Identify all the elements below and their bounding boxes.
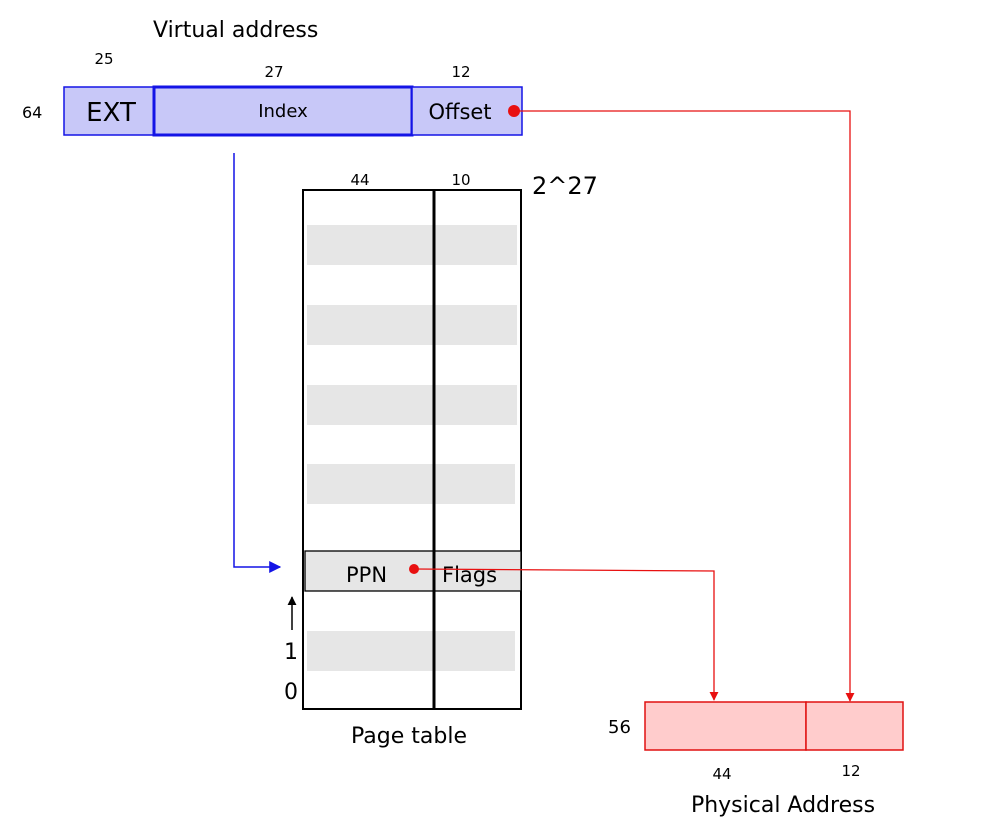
ppn-label: PPN: [346, 563, 387, 587]
page-table-frame: [302, 189, 522, 710]
physical-offset-field: [805, 701, 904, 751]
page-table: PPN Flags: [302, 189, 522, 710]
offset-copy-arrow: [514, 110, 855, 702]
shaded-row: [307, 225, 517, 265]
offset-field: [411, 86, 523, 136]
flags-label: Flags: [442, 563, 497, 587]
index-lookup-arrow: [233, 153, 282, 573]
offset-bits-label: 12: [451, 63, 470, 81]
shaded-row: [307, 464, 515, 504]
physical-offset-bits-label: 12: [841, 762, 860, 780]
index-bits-label: 27: [264, 63, 283, 81]
shaded-row: [307, 631, 515, 671]
virtual-address-total-bits: 64: [22, 103, 42, 122]
flags-column-bits-label: 10: [451, 171, 470, 189]
page-table-entries-label: 2^27: [532, 172, 598, 200]
row-one-label: 1: [284, 640, 298, 665]
index-field: [152, 85, 414, 137]
physical-address-total-bits: 56: [608, 717, 631, 738]
shaded-row: [307, 385, 517, 425]
shaded-row: [307, 305, 517, 345]
offset-source-dot: [508, 105, 520, 117]
row-zero-label: 0: [284, 680, 298, 705]
physical-ppn-bits-label: 44: [712, 765, 731, 783]
physical-address-register: [644, 701, 904, 751]
index-label: Index: [258, 101, 308, 122]
physical-address-title: Physical Address: [691, 793, 875, 818]
ext-bits-label: 25: [94, 50, 113, 68]
physical-ppn-field: [644, 701, 807, 751]
ppn-copy-arrow: [413, 568, 719, 701]
page-table-title: Page table: [351, 724, 467, 749]
offset-label: Offset: [428, 100, 491, 124]
virtual-address-title: Virtual address: [153, 18, 318, 43]
ext-label: EXT: [86, 98, 136, 128]
ppn-source-dot: [409, 564, 419, 574]
ext-field: [63, 86, 155, 136]
page-table-shaded-rows: [307, 225, 517, 671]
ppn-column-bits-label: 44: [350, 171, 369, 189]
virtual-address-register: EXT Index Offset: [63, 85, 523, 137]
page-table-entry: PPN Flags: [304, 550, 522, 592]
